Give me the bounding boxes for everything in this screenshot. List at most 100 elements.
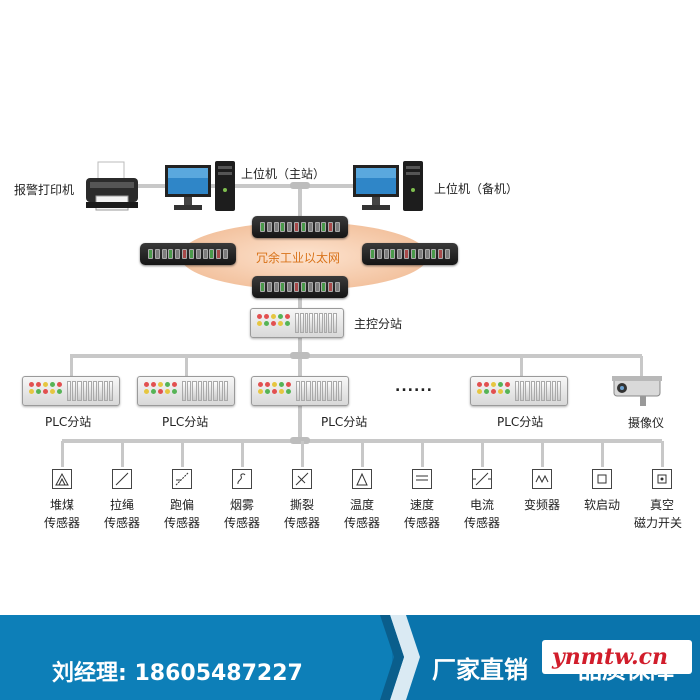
io-modules [295,313,338,333]
io-module [87,381,93,401]
status-led [278,314,283,319]
switch-port [314,222,320,232]
tear-icon [295,472,309,486]
watermark-box [542,640,692,674]
io-module [301,381,306,401]
camera-icon [612,376,662,406]
io-module [72,381,77,401]
io-module [333,313,338,333]
status-led [36,389,41,394]
switch-port [195,249,201,259]
switch-port [314,282,320,292]
io-module [299,313,304,333]
switch-port [280,282,286,292]
switch-port [431,249,437,259]
switch-port [294,282,300,292]
io-module [306,381,311,401]
inverter-icon [535,474,549,484]
switch-port [161,249,167,259]
sensor-label-line1: 跑偏 [169,498,194,512]
switch-port [280,222,286,232]
switch-port [321,222,327,232]
sensor-icon-box [292,469,312,489]
switch-left [140,243,236,265]
status-led [491,382,496,387]
io-module [323,313,328,333]
sensor-label-line2: 传感器 [103,516,140,530]
switch-port [300,222,306,232]
sensor-label-line1: 真空 [649,498,674,512]
top-bus-line [135,184,360,188]
status-led [257,321,262,326]
sensor-label-line2: 传感器 [403,516,440,530]
master-station [250,308,344,338]
status-led [158,382,163,387]
switch-port [182,249,188,259]
switch-bottom [252,276,348,298]
sensor-label-line1: 温度 [349,498,374,512]
plc-station-1 [22,376,120,406]
switch-port [175,249,181,259]
status-led [158,389,163,394]
sensor-icon-box [532,469,552,489]
switch-port [273,222,279,232]
status-led [172,389,177,394]
status-leds [257,314,291,326]
status-led [257,314,262,319]
switch-port [424,249,430,259]
tower-backup-icon [403,161,423,211]
io-module [108,381,113,401]
switch-port [404,249,410,259]
bus-junction-middle [290,352,310,359]
switch-port [410,249,416,259]
switch-port [369,249,375,259]
io-module [535,381,541,401]
status-led [57,382,62,387]
status-led [151,382,156,387]
status-led [285,321,290,326]
sensor-drop-line [361,441,364,467]
switch-port [216,249,222,259]
switch-port [445,249,451,259]
sensor-label-line1: 变频器 [523,498,560,512]
switch-port [307,282,313,292]
switch-port [266,282,272,292]
speed-icon [416,475,428,481]
printer-icon [86,161,138,211]
status-led [50,382,55,387]
status-led [279,382,284,387]
status-led [505,389,510,394]
sensor-label-line2: 传感器 [43,516,80,530]
camera-label: 摄像仪 [628,416,665,430]
sensor-icon-box [592,469,612,489]
status-led [286,389,291,394]
switch-port [321,282,327,292]
status-led [272,389,277,394]
status-leds [258,382,292,394]
temperature-icon [356,472,368,486]
slogan-text: 厂家直销 [432,656,528,684]
sensor-drop-line [601,441,604,467]
io-module [530,381,535,401]
io-module [296,381,301,401]
plc-station-label-1: PLC分站 [45,415,92,429]
io-module [328,313,333,333]
ellipsis-label: ...... [395,379,433,395]
io-module [309,313,314,333]
switch-port [397,249,403,259]
sensor-drop-line [241,441,244,467]
io-module [213,381,218,401]
monitor-main-icon [165,165,211,210]
status-led [50,389,55,394]
io-module [316,381,322,401]
switch-port [266,222,272,232]
plc-drop-2 [185,356,188,376]
current-icon [473,472,491,486]
io-module [556,381,561,401]
io-module [98,381,103,401]
host-to-switch-line [298,186,302,216]
io-modules [67,381,113,401]
io-module [525,381,530,401]
switch-port [390,249,396,259]
status-led [278,321,283,326]
